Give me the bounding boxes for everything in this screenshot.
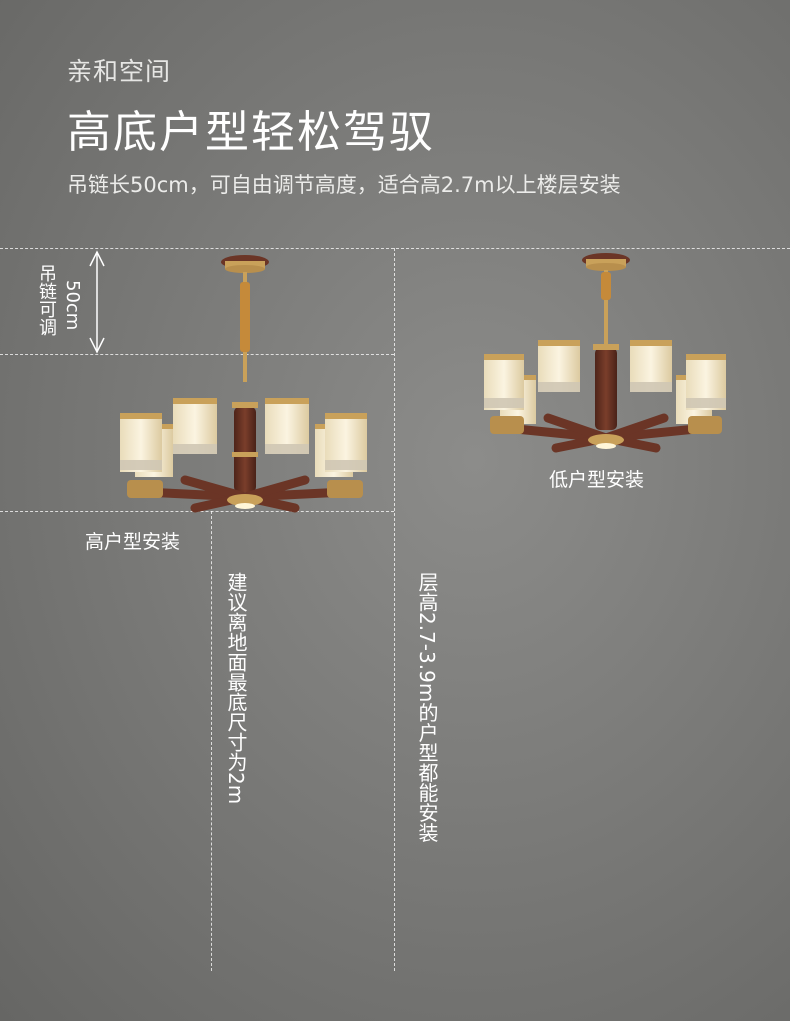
low-install-chandelier-image — [484, 253, 726, 453]
page-title: 高底户型轻松驾驭 — [67, 107, 435, 158]
chain-length-label: 50cm — [62, 280, 83, 331]
top-guide-line — [0, 248, 790, 249]
low-install-note: 层高2.7-3.9m的户型都能安装 — [415, 572, 439, 843]
high-install-chandelier-image — [120, 255, 367, 513]
divider-guide-line — [394, 248, 395, 971]
chain-length-arrow — [89, 250, 105, 354]
page-description: 吊链长50cm，可自由调节高度，适合高2.7m以上楼层安装 — [67, 173, 621, 197]
chain-bottom-guide-line — [0, 354, 394, 355]
low-install-label: 低户型安装 — [549, 469, 645, 491]
high-install-label: 高户型安装 — [85, 531, 181, 553]
high-install-note: 建议离地面最底尺寸为2m — [224, 572, 248, 805]
chain-adjust-label: 吊链可调 — [36, 264, 57, 336]
section-subtitle: 亲和空间 — [67, 57, 172, 86]
floor-height-guide-line — [211, 511, 212, 971]
